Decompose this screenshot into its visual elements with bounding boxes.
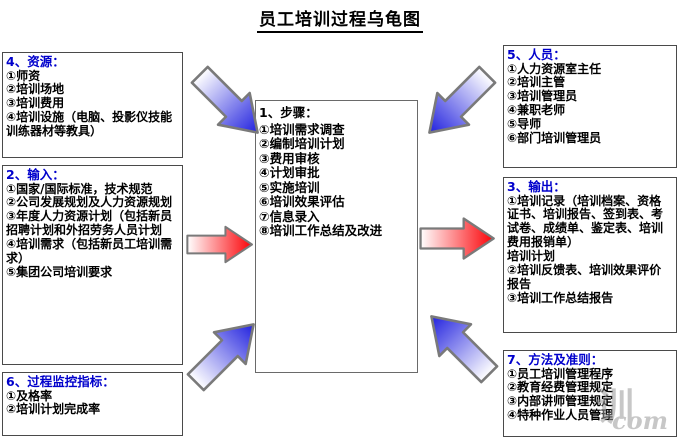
output-heading: 3、输出： [507, 179, 566, 194]
arrow-methods-to-steps-icon [430, 315, 499, 384]
arrow-input-to-steps-icon [186, 225, 253, 264]
metrics-item: ②培训计划完成率 [6, 402, 101, 417]
methods-item: ①员工培训管理程序 [507, 366, 614, 381]
steps-item: ⑤实施培训 [259, 179, 320, 195]
personnel-item: ①人力资源室主任 [507, 61, 602, 76]
output-item: ①培训记录（培训档案、资格证书、培训报告、签到表、考试卷、成绩单、鉴定表、培训费… [507, 193, 664, 250]
arrow-steps-to-output-icon [419, 217, 495, 260]
personnel-item: ⑥部门培训管理员 [507, 131, 602, 146]
personnel-item: ⑤导师 [507, 117, 542, 132]
output-box: 3、输出： ①培训记录（培训档案、资格证书、培训报告、签到表、考试卷、成绩单、鉴… [503, 177, 677, 333]
methods-box: 7、方法及准则： ①员工培训管理程序 ②教育经费管理规定 ③内部讲师管理规定 ④… [503, 350, 677, 437]
steps-item: ⑥培训效果评估 [259, 194, 345, 209]
page-title: 员工培训过程乌龟图 [0, 5, 680, 33]
output-item: 培训计划 [507, 249, 556, 264]
personnel-item: ④兼职老师 [507, 103, 566, 118]
steps-item: ①培训需求调查 [259, 121, 345, 137]
resources-item: ④培训设施（电脑、投影仪技能训练器材等教具） [6, 110, 173, 139]
resources-item: ①师资 [6, 68, 41, 83]
input-box: 2、输入： ①国家/国际标准，技术规范 ②公司发展规划及人力资源规划 ③年度人力… [2, 165, 183, 365]
input-item: ①国家/国际标准，技术规范 [6, 181, 153, 196]
resources-item: ②培训场地 [6, 82, 65, 97]
input-item: ③年度人力资源计划（包括新员招聘计划和外招劳务人员计划 [6, 209, 173, 238]
steps-heading: 1、步骤： [259, 105, 318, 120]
page-title-text: 员工培训过程乌龟图 [257, 10, 423, 33]
personnel-item: ③培训管理员 [507, 89, 578, 104]
output-item: ②培训反馈表、培训效果评价报告 [507, 263, 662, 291]
metrics-item: ①及格率 [6, 388, 53, 403]
metrics-box: 6、过程监控指标： ①及格率 ②培训计划完成率 [2, 372, 183, 436]
metrics-heading: 6、过程监控指标： [6, 374, 115, 389]
resources-item: ③培训费用 [6, 96, 65, 111]
output-item: ③培训工作总结报告 [507, 290, 614, 305]
methods-item: ③内部讲师管理规定 [507, 394, 614, 409]
steps-item: ④计划审批 [259, 165, 320, 180]
methods-item: ④特种作业人员管理 [507, 408, 614, 423]
resources-heading: 4、资源： [6, 54, 65, 69]
personnel-box: 5、人员： ①人力资源室主任 ②培训主管 ③培训管理员 ④兼职老师 ⑤导师 ⑥部… [503, 45, 677, 168]
methods-heading: 7、方法及准则： [507, 352, 604, 367]
input-item: ②公司发展规划及人力资源规划 [6, 195, 173, 210]
methods-item: ②教育经费管理规定 [507, 380, 614, 395]
steps-item: ⑦信息录入 [259, 208, 320, 224]
arrow-personnel-to-steps-icon [428, 65, 497, 134]
input-heading: 2、输入： [6, 167, 65, 182]
input-item: ⑤集团公司培训要求 [6, 264, 113, 279]
arrow-resources-to-steps-icon [190, 65, 259, 134]
steps-item: ②编制培训计划 [259, 136, 345, 151]
personnel-heading: 5、人员： [507, 47, 566, 62]
steps-box: 1、步骤： ①培训需求调查 ②编制培训计划 ③费用审核 ④计划审批 ⑤实施培训 … [255, 100, 418, 373]
steps-item: ⑧培训工作总结及改进 [259, 223, 383, 238]
input-item: ④培训需求（包括新员工培训需求） [6, 237, 173, 266]
steps-item: ③费用审核 [259, 150, 320, 166]
resources-box: 4、资源： ①师资 ②培训场地 ③培训费用 ④培训设施（电脑、投影仪技能训练器材… [2, 52, 183, 158]
arrow-metrics-to-steps-icon [186, 323, 255, 392]
personnel-item: ②培训主管 [507, 75, 566, 90]
